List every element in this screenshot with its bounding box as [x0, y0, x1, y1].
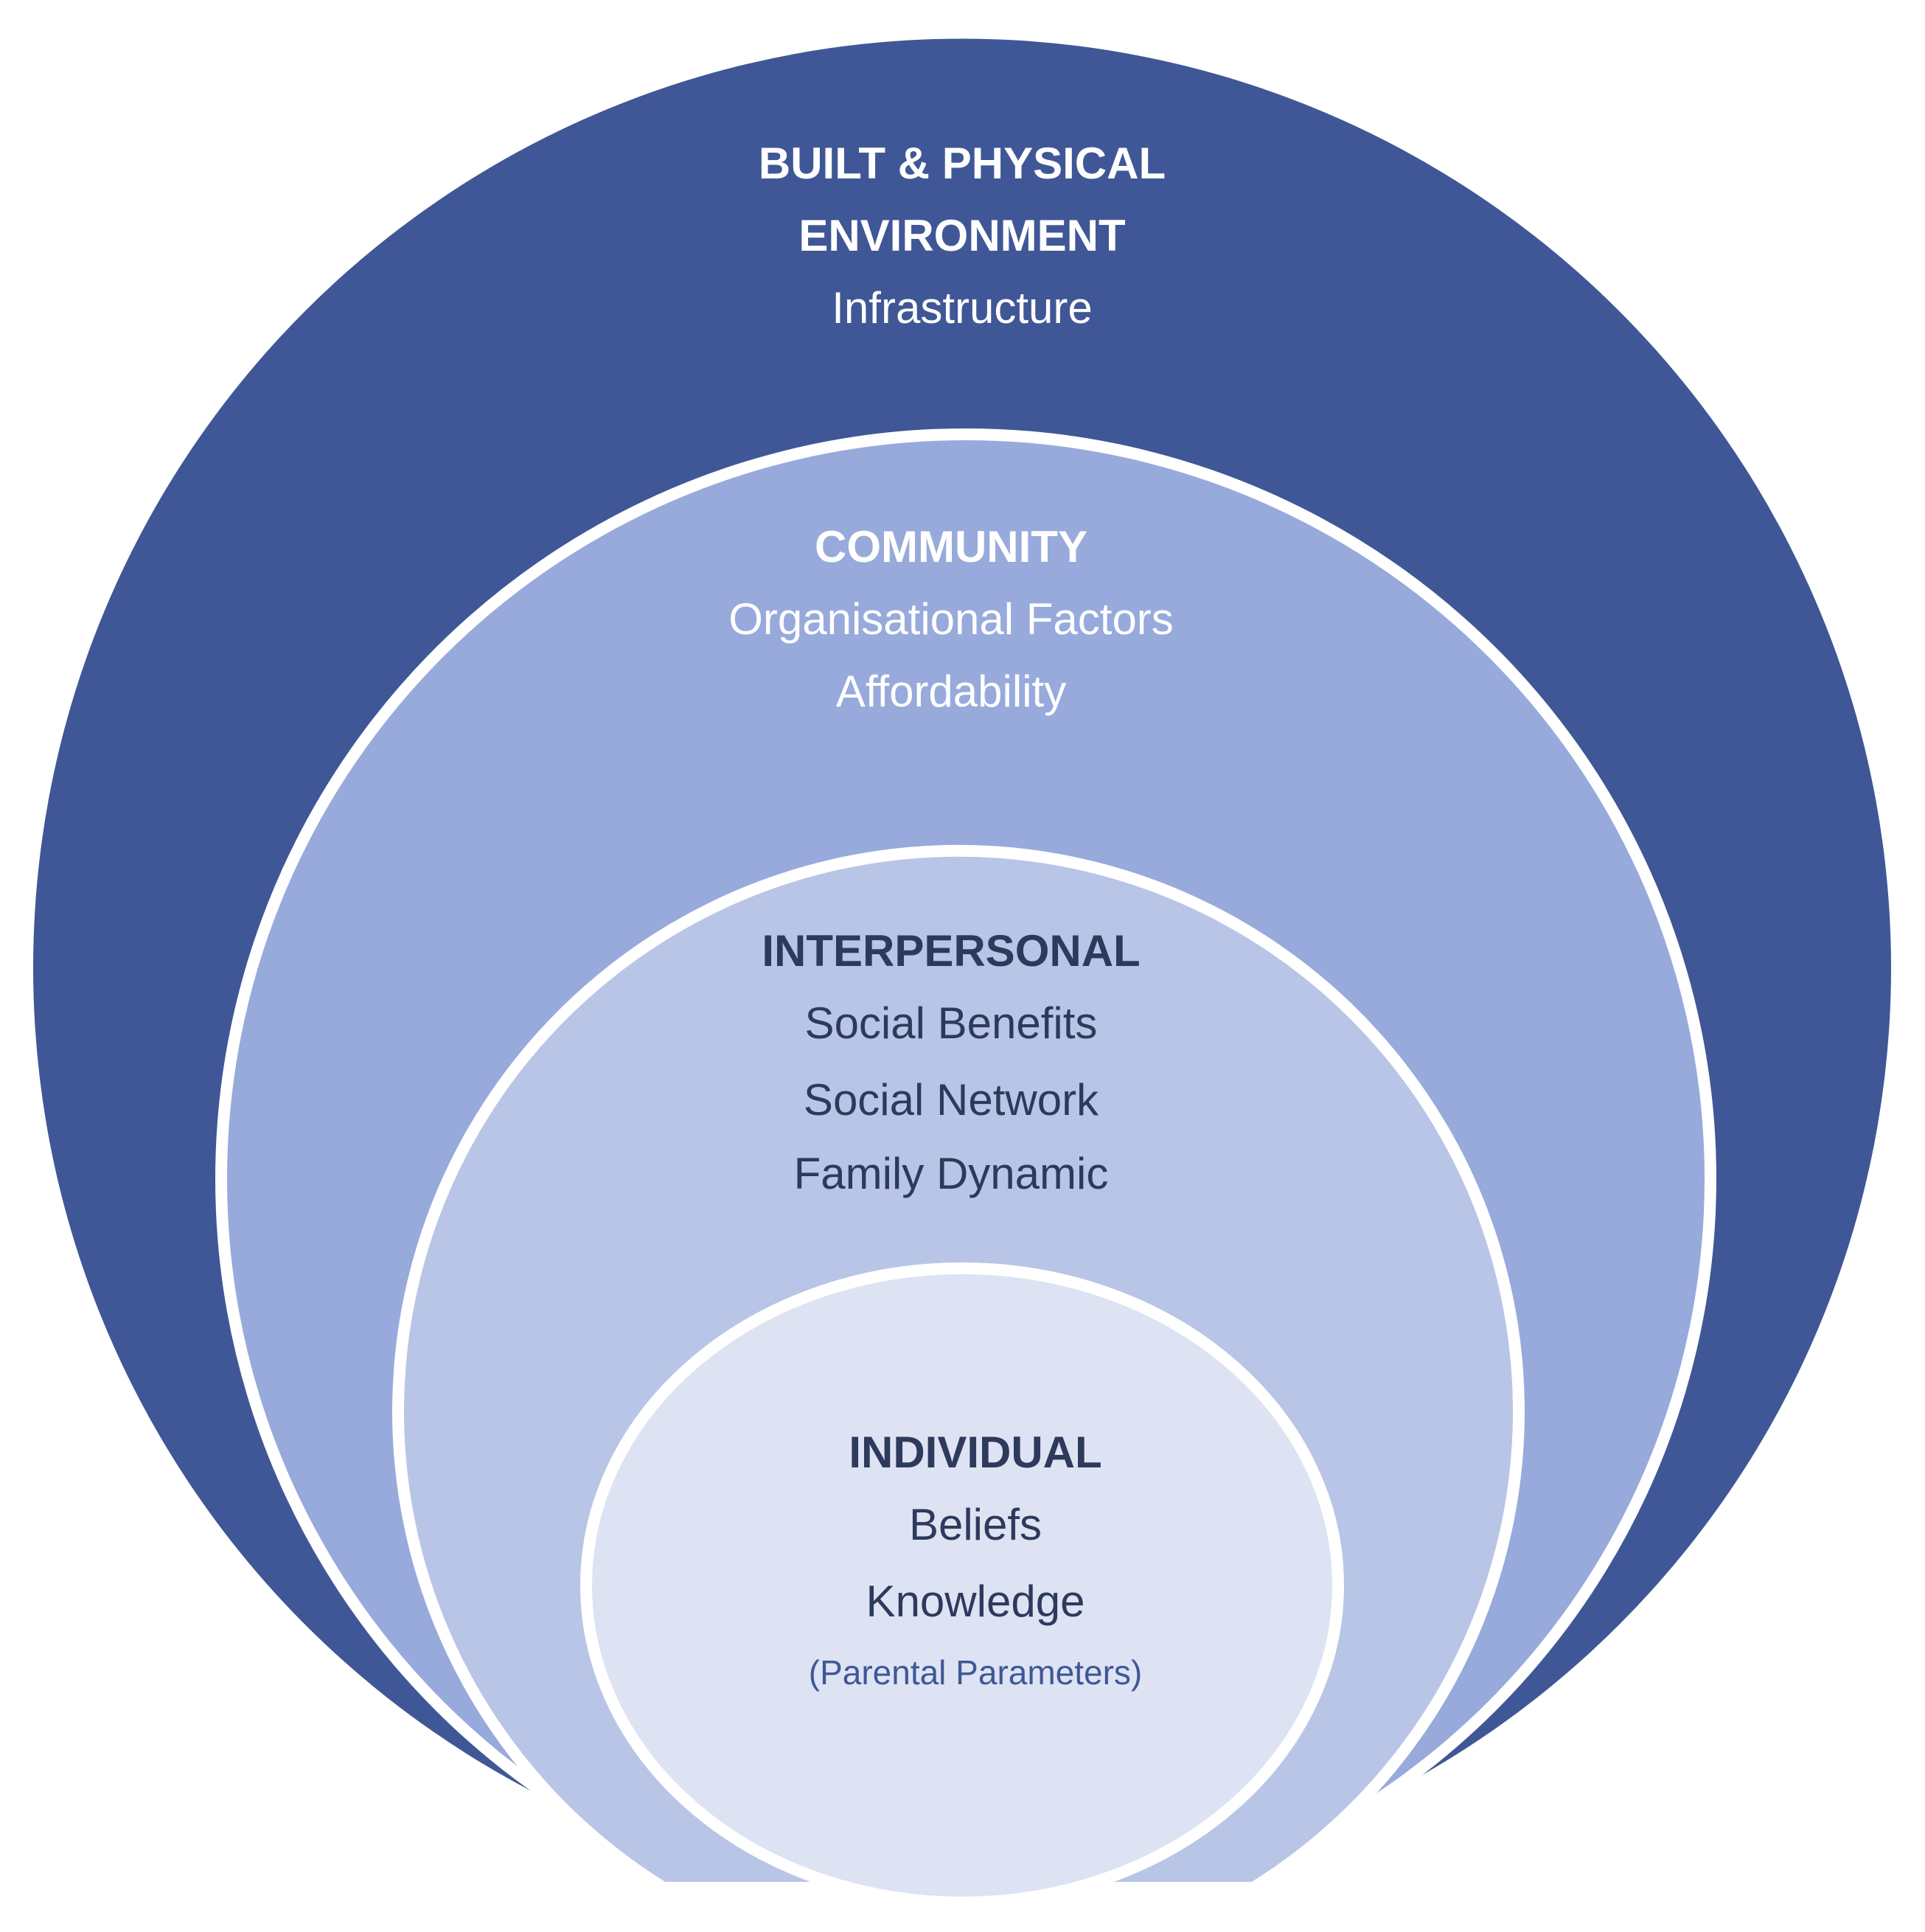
individual-note-parental-parameters: (Parental Parameters) — [809, 1653, 1143, 1692]
individual-heading: INDIVIDUAL — [849, 1428, 1101, 1477]
interpersonal-item-social-network: Social Network — [804, 1075, 1099, 1125]
community-heading: COMMUNITY — [815, 522, 1087, 571]
individual-core — [580, 1262, 1344, 1908]
interpersonal-item-family-dynamic: Family Dynamic — [794, 1149, 1109, 1198]
built-environment-item-infrastructure: Infrastructure — [832, 283, 1092, 333]
built-environment-heading-line1: BUILT & PHYSICAL — [759, 139, 1166, 188]
interpersonal-heading: INTERPERSONAL — [762, 926, 1140, 976]
interpersonal-item-social-benefits: Social Benefits — [805, 998, 1098, 1048]
community-item-affordability: Affordability — [836, 667, 1066, 716]
individual-item-knowledge: Knowledge — [866, 1577, 1085, 1626]
built-environment-heading-line2: ENVIRONMENT — [798, 211, 1125, 260]
individual-item-beliefs: Beliefs — [909, 1500, 1042, 1549]
layer-individual: INDIVIDUAL Beliefs Knowledge (Parental P… — [580, 1262, 1344, 1908]
community-item-organisational-factors: Organisational Factors — [728, 594, 1174, 644]
